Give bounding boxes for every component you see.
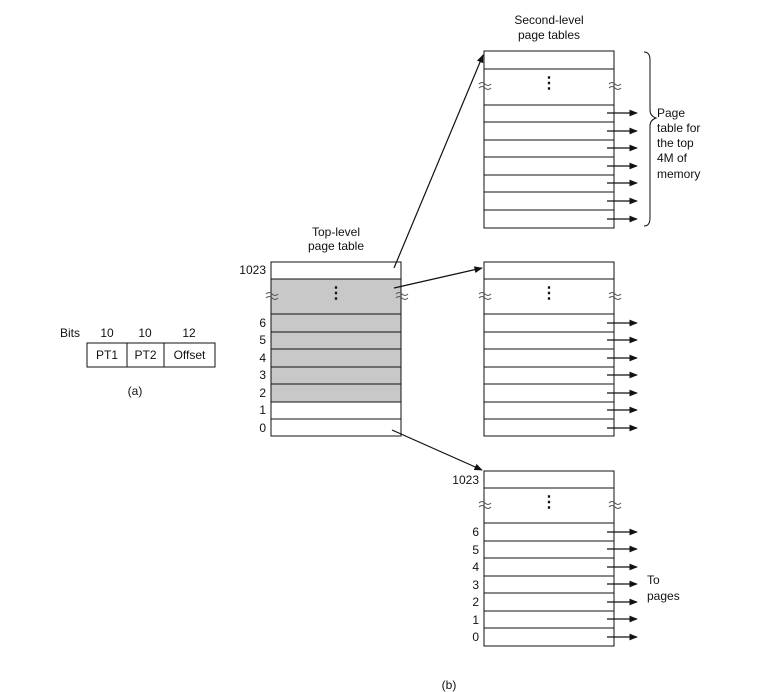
second-middle-ellipsis: ⋮ bbox=[541, 285, 557, 302]
brace bbox=[643, 51, 658, 227]
second-bottom-ellipsis: ⋮ bbox=[541, 494, 557, 511]
offset-field bbox=[163, 342, 216, 368]
top-level-title-1: Top-level bbox=[311, 225, 361, 239]
pt1-bits: 10 bbox=[100, 326, 114, 340]
bottom-index-1023: 1023 bbox=[452, 473, 479, 487]
bottom-index-5: 5 bbox=[472, 543, 479, 557]
top-note-line-1: Page bbox=[657, 106, 686, 120]
pointer-arrows bbox=[391, 54, 484, 471]
bottom-index-1: 1 bbox=[472, 613, 479, 627]
top-level-index-1023: 1023 bbox=[239, 263, 266, 277]
top-level-index-2: 2 bbox=[259, 386, 266, 400]
pt2-field-label: PT2 bbox=[134, 348, 157, 362]
caption-b: (b) bbox=[441, 678, 457, 692]
top-level-ellipsis: ⋮ bbox=[328, 285, 344, 302]
address-format-box bbox=[86, 342, 216, 368]
offset-bits: 12 bbox=[182, 326, 196, 340]
second-level-title-2: page tables bbox=[517, 28, 581, 42]
second-level-table-bottom bbox=[478, 470, 622, 647]
bottom-index-3: 3 bbox=[472, 578, 479, 592]
bits-label: Bits bbox=[60, 326, 81, 340]
to-pages-line-2: pages bbox=[647, 589, 680, 603]
second-top-ellipsis: ⋮ bbox=[541, 75, 557, 92]
bottom-index-0: 0 bbox=[472, 630, 479, 644]
second-level-table-top bbox=[478, 50, 622, 229]
top-level-index-3: 3 bbox=[259, 368, 266, 382]
second-level-table-middle bbox=[478, 261, 622, 437]
page-arrows bbox=[607, 109, 638, 641]
arrow-shaded-to-middle bbox=[393, 266, 483, 289]
pt1-field-label: PT1 bbox=[95, 348, 118, 362]
arrow-1023-to-top bbox=[393, 54, 484, 269]
top-note-line-3: the top bbox=[657, 136, 694, 150]
break-marks bbox=[265, 292, 409, 300]
top-level-index-1: 1 bbox=[259, 403, 266, 417]
offset-field-label: Offset bbox=[173, 348, 206, 362]
top-level-index-6: 6 bbox=[259, 316, 266, 330]
top-note-line-4: 4M of bbox=[657, 151, 688, 165]
bottom-index-6: 6 bbox=[472, 525, 479, 539]
caption-a: (a) bbox=[127, 384, 143, 398]
top-level-page-table bbox=[265, 261, 409, 437]
bottom-index-2: 2 bbox=[472, 595, 479, 609]
bottom-index-4: 4 bbox=[472, 560, 479, 574]
top-level-index-0: 0 bbox=[259, 421, 266, 435]
top-level-index-5: 5 bbox=[259, 333, 266, 347]
arrow-0-to-bottom bbox=[391, 429, 483, 471]
to-pages-line-1: To bbox=[647, 573, 660, 587]
top-note-line-2: table for bbox=[657, 121, 701, 135]
pt2-bits: 10 bbox=[138, 326, 152, 340]
top-level-title-2: page table bbox=[307, 239, 365, 253]
top-level-index-4: 4 bbox=[259, 351, 266, 365]
second-level-title-1: Second-level bbox=[514, 13, 584, 27]
top-note-line-5: memory bbox=[657, 167, 701, 181]
